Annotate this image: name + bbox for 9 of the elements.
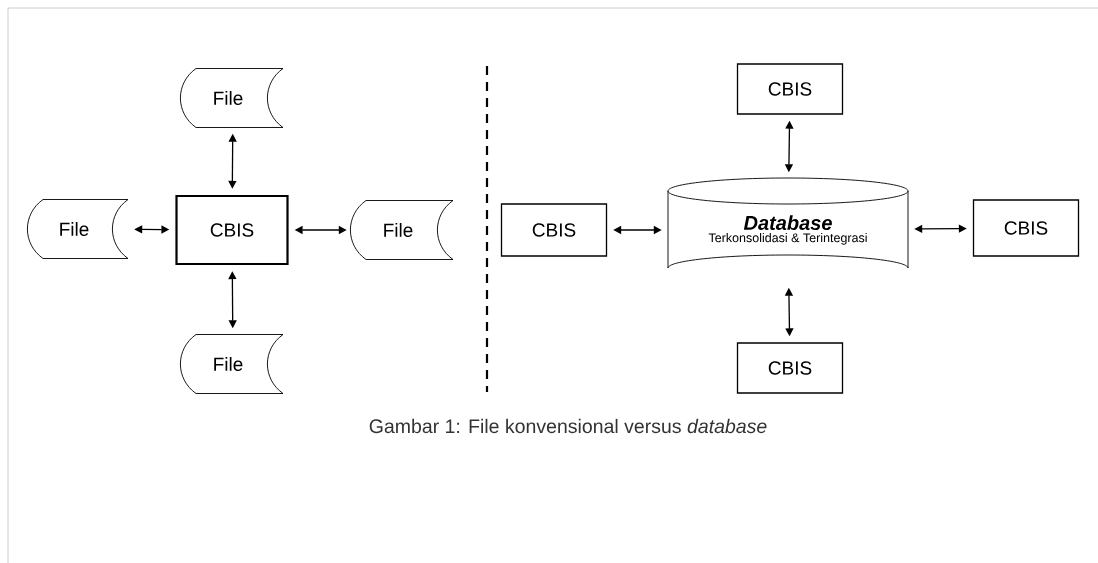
node-label: Database [743,215,832,231]
database-cylinder: Database Terkonsolidasi & Terintegrasi [667,177,909,269]
process-box: CBIS [175,194,289,266]
process-box: CBIS [972,199,1080,257]
process-box: CBIS [500,203,608,257]
node-label: Terkonsolidasi & Terintegrasi [708,233,867,245]
process-box: CBIS [736,342,844,394]
process-box: CBIS [736,63,844,115]
caption: Gambar 1: File konvensional versus database [369,418,767,434]
